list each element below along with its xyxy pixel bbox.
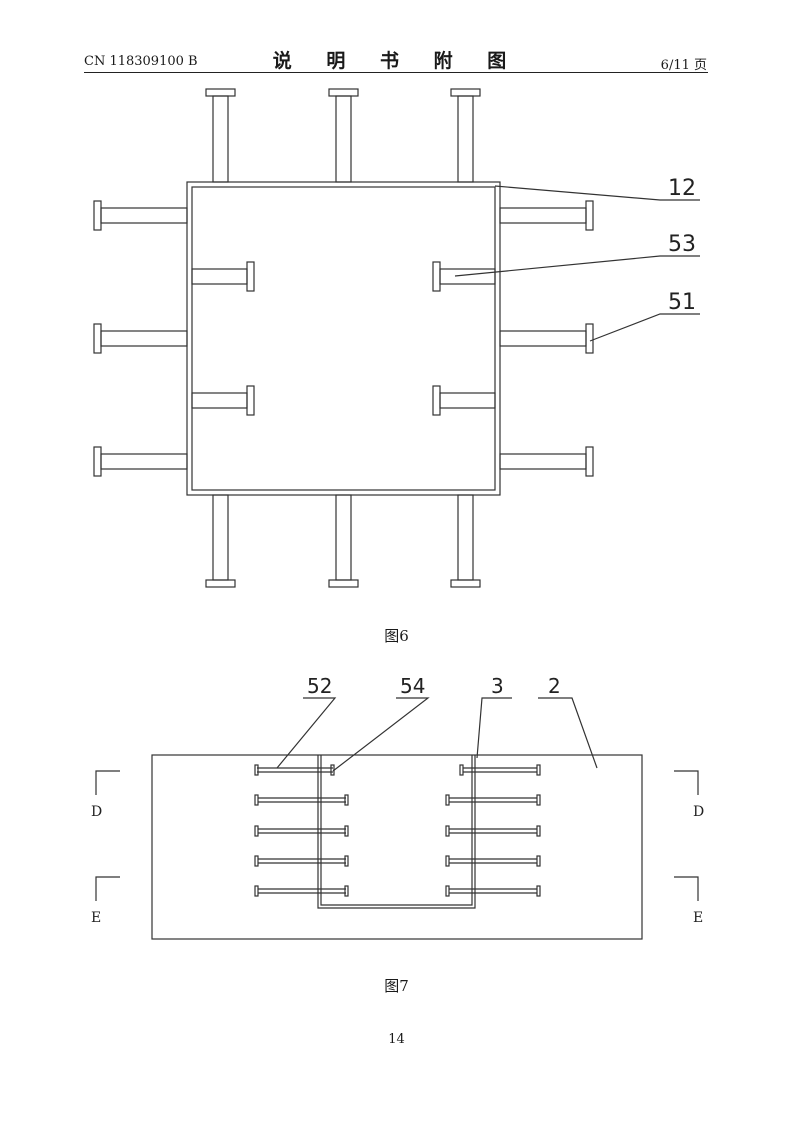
label-52: 52 bbox=[307, 674, 332, 698]
header-rule bbox=[84, 72, 708, 73]
inner-anchors bbox=[191, 261, 496, 416]
right-rods bbox=[445, 764, 541, 897]
patent-number: CN 118309100 B bbox=[84, 54, 198, 69]
section-label-d-right: D bbox=[693, 804, 704, 820]
page-number: 14 bbox=[388, 1032, 405, 1047]
label-12: 12 bbox=[668, 176, 696, 201]
bottom-columns bbox=[205, 494, 481, 588]
label-53: 53 bbox=[668, 232, 696, 257]
left-rods bbox=[254, 764, 349, 897]
channel-outer bbox=[317, 755, 476, 909]
frame-outer bbox=[186, 181, 501, 496]
left-anchors bbox=[93, 200, 188, 477]
section-mark-labels: D D E E bbox=[91, 804, 704, 926]
section-marks bbox=[95, 770, 699, 901]
label-2: 2 bbox=[548, 674, 561, 698]
label-51: 51 bbox=[668, 290, 696, 315]
channel-inner bbox=[320, 755, 473, 906]
section-title: 说 明 书 附 图 bbox=[272, 50, 521, 72]
slab-outline bbox=[151, 754, 643, 940]
label-3: 3 bbox=[491, 674, 504, 698]
right-anchors bbox=[499, 200, 594, 477]
figure-6-leaders bbox=[454, 185, 700, 342]
figure-7-labels: 52 54 3 2 bbox=[307, 674, 561, 698]
figure-6-caption: 图6 bbox=[384, 627, 409, 645]
figure-7-caption: 图7 bbox=[384, 977, 409, 995]
top-columns bbox=[205, 88, 481, 183]
section-label-e-left: E bbox=[91, 910, 101, 926]
figure-6-labels: 12 53 51 bbox=[668, 176, 696, 315]
figure-6-drawing bbox=[93, 88, 700, 588]
label-54: 54 bbox=[400, 674, 425, 698]
figure-7-drawing bbox=[95, 697, 699, 940]
section-label-d-left: D bbox=[91, 804, 102, 820]
figure-7-leaders bbox=[276, 697, 598, 772]
page-indicator: 6/11 页 bbox=[660, 58, 707, 73]
section-label-e-right: E bbox=[693, 910, 703, 926]
frame-inner bbox=[191, 186, 496, 491]
